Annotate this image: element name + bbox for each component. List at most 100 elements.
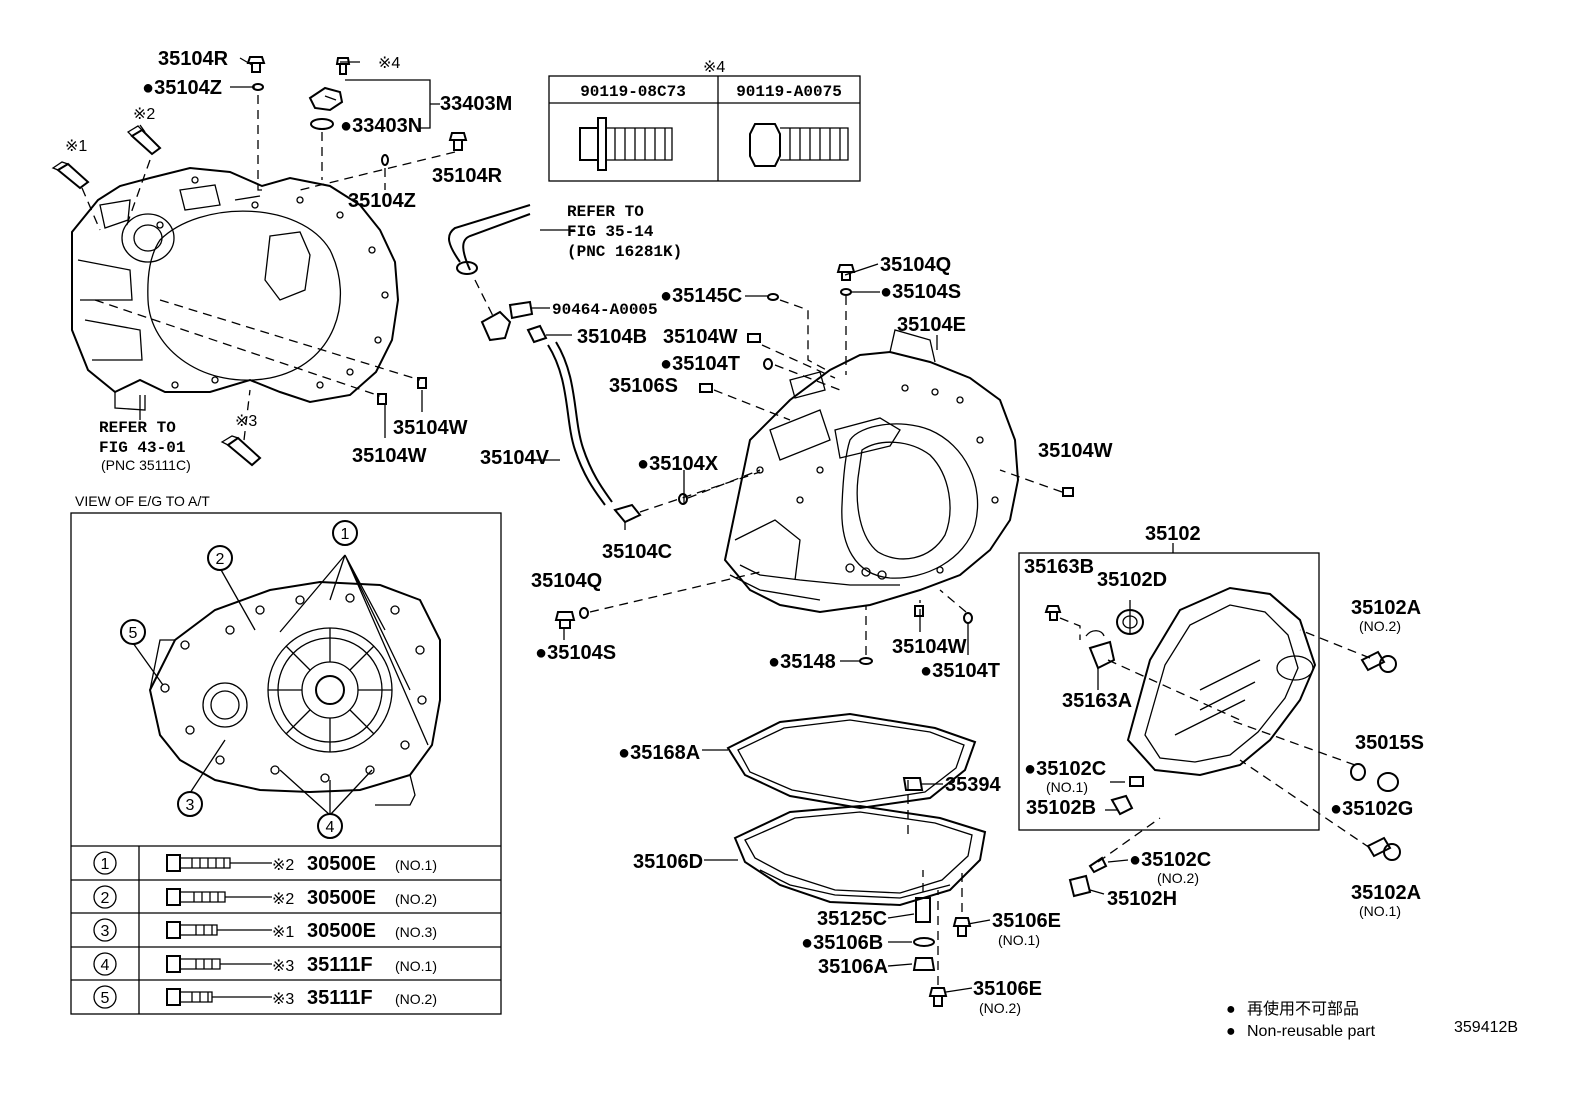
label-35102C-no2: ●35102C [1129, 849, 1211, 871]
label-mark4: ※4 [378, 55, 400, 72]
label-35104E: 35104E [897, 314, 966, 336]
lever-33403M [308, 86, 344, 112]
bolt-row-4-num: 4 [101, 957, 110, 974]
mark4-bolt-table [548, 75, 861, 182]
cover-35102-leaders [1059, 600, 1371, 863]
label-35102H: 35102H [1107, 888, 1177, 910]
bolt-row-2-note: (NO.2) [395, 891, 437, 907]
label-35104R-top: 35104R [158, 48, 229, 70]
label-35104Z-right: 35104Z [348, 190, 416, 212]
top-left-leaders [81, 57, 456, 441]
callout-3: 3 [186, 797, 195, 814]
view-eg-to-at-drawing [132, 554, 441, 816]
bolt-row-1-mark: ※2 [272, 857, 294, 874]
label-35102A-no2: 35102A [1351, 597, 1421, 619]
label-35148: ●35148 [768, 651, 836, 673]
label-33403M: 33403M [440, 93, 512, 115]
bolt-row-3-num: 3 [101, 923, 110, 940]
oil-pan-drawing [726, 712, 987, 1007]
label-35104X: ●35104X [637, 453, 719, 475]
label-35102A-no1-note: (NO.1) [1359, 903, 1401, 919]
label-35102G: ●35102G [1330, 798, 1413, 820]
label-35104W-a: 35104W [393, 417, 468, 439]
ref2-line-3: (PNC 35111C) [101, 457, 191, 473]
bolt-row-4-part: 35111F [307, 954, 373, 976]
bolt-row-4-mark: ※3 [272, 958, 294, 975]
bolt-row-5-part: 35111F [307, 987, 373, 1009]
pin-35104W-b [417, 377, 427, 389]
mark4-table-col-2: 90119-A0075 [736, 83, 842, 101]
label-35104T-bottom: ●35104T [920, 660, 1000, 682]
bolt-row-5-num: 5 [101, 990, 110, 1007]
label-35394: 35394 [945, 774, 1001, 796]
legend: ● 再使用不可部品 ● Non-reusable part [1226, 1000, 1376, 1040]
view-eg-to-at-box [70, 512, 502, 1015]
mark4-table-col-1: 90119-08C73 [580, 83, 686, 101]
bolt-table-drawings [93, 851, 272, 1009]
label-35106E-no1-note: (NO.1) [998, 932, 1040, 948]
legend-jp: 再使用不可部品 [1247, 1000, 1359, 1018]
callout-5: 5 [129, 625, 138, 642]
bolt-mark1 [51, 161, 90, 190]
label-35104C: 35104C [602, 541, 672, 563]
label-35104S-top: ●35104S [880, 281, 961, 303]
view-callout-circles [120, 520, 358, 839]
label-35102B: 35102B [1026, 797, 1096, 819]
label-35168A: ●35168A [618, 742, 700, 764]
refer-block-1: REFER TO FIG 35-14 (PNC 16281K) [567, 203, 682, 261]
bolt-row-3-note: (NO.3) [395, 924, 437, 940]
label-35015S: 35015S [1355, 732, 1424, 754]
label-35163A: 35163A [1062, 690, 1132, 712]
bolt-row-1-num: 1 [101, 856, 110, 873]
bolt-35104R-right [448, 132, 468, 151]
label-35104Z-top: ●35104Z [142, 77, 222, 99]
callout-1: 1 [341, 526, 350, 543]
label-35104S-bottom: ●35104S [535, 642, 616, 664]
label-35104W-c: 35104W [663, 326, 738, 348]
label-mark1: ※1 [65, 138, 87, 155]
label-35106E-no2: 35106E [973, 978, 1042, 1000]
label-35102A-no1: 35102A [1351, 882, 1421, 904]
bolt-mark3 [220, 435, 262, 467]
bolt-row-2-mark: ※2 [272, 891, 294, 908]
cover-35102-box [1018, 543, 1320, 831]
ref2-line-1: REFER TO [99, 419, 176, 437]
label-35106A: 35106A [818, 956, 888, 978]
label-35102: 35102 [1145, 523, 1201, 545]
label-35106E-no1: 35106E [992, 910, 1061, 932]
bolt-row-4-note: (NO.1) [395, 958, 437, 974]
callout-2: 2 [216, 551, 225, 568]
legend-bullet-jp: ● [1226, 1001, 1236, 1018]
case-small-parts [554, 264, 1074, 665]
label-35106E-no2-note: (NO.2) [979, 1000, 1021, 1016]
label-mark3: ※3 [235, 413, 257, 430]
label-35104R-right: 35104R [432, 165, 503, 187]
ref1-line-2: FIG 35-14 [567, 223, 654, 241]
callout-4: 4 [326, 819, 335, 836]
bolt-row-1-note: (NO.1) [395, 857, 437, 873]
case-dashed-leaders [563, 263, 1063, 662]
transaxle-housing-drawing [71, 166, 400, 411]
label-35104B: 35104B [577, 326, 647, 348]
bolt-mark4 [335, 57, 351, 75]
bolt-row-5-note: (NO.2) [395, 991, 437, 1007]
label-35102C-no1: ●35102C [1024, 758, 1106, 780]
oring-33403N [310, 118, 334, 130]
part-labels: 35104R ●35104Z ※4 ※2 ※1 ※3 33403M ●33403… [65, 48, 1424, 1016]
oil-pan-leaders [702, 749, 991, 993]
label-35106B: ●35106B [801, 932, 883, 954]
legend-bullet-en: ● [1226, 1023, 1236, 1040]
ref2-line-2: FIG 43-01 [99, 439, 185, 457]
breather-hose-drawing [448, 204, 642, 530]
label-35145C: ●35145C [660, 285, 742, 307]
leader-33403M [345, 79, 440, 129]
view-title: VIEW OF E/G TO A/T [75, 493, 210, 509]
label-35102D: 35102D [1097, 569, 1167, 591]
bolt-35104R-top [246, 56, 266, 73]
bolt-row-3-part: 30500E [307, 920, 376, 942]
label-35102C-no1-note: (NO.1) [1046, 779, 1088, 795]
bolt-row-2-part: 30500E [307, 887, 376, 909]
label-35104V: 35104V [480, 447, 550, 469]
bolt-table-text: 1 ※2 30500E (NO.1) 2 ※2 30500E (NO.2) 3 … [101, 853, 437, 1009]
